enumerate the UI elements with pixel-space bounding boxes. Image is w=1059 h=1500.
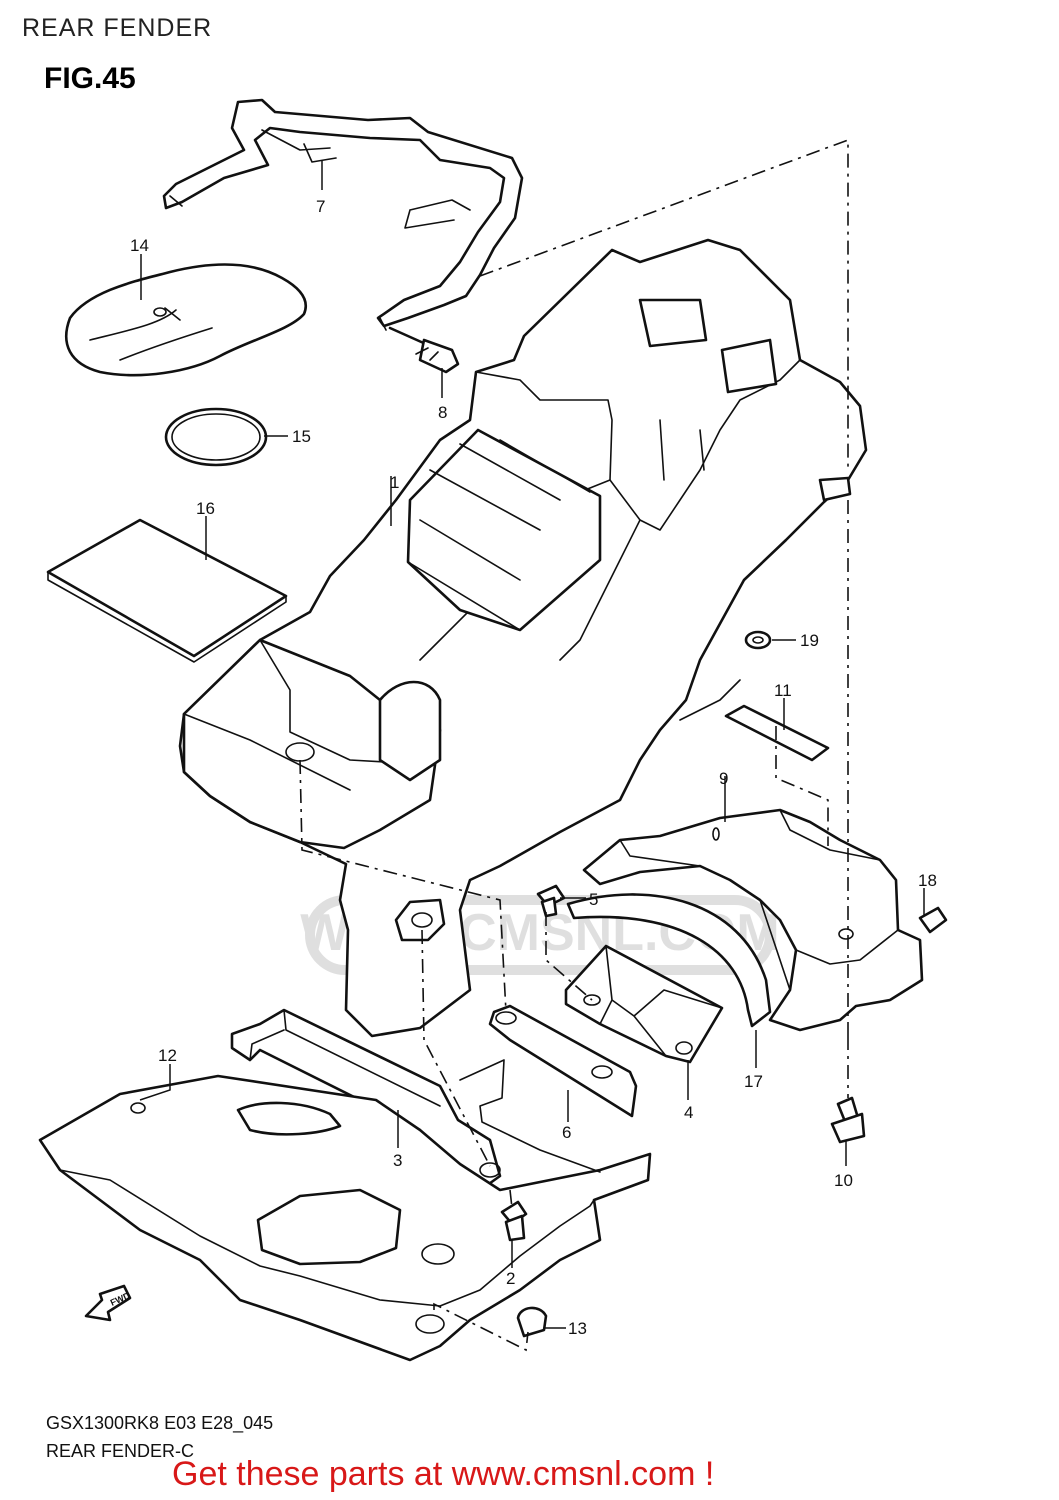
part-14-seat-cover [65,263,307,377]
model-code: GSX1300RK8 E03 E28_045 [46,1413,274,1433]
part-7-grab-rail [162,98,524,331]
part-19-grommet [744,630,772,650]
callout-10: 10 [834,1171,853,1190]
callout-leaders [139,160,925,1329]
callout-numbers: 1 2 3 4 5 6 7 8 9 10 11 12 13 14 15 16 1… [130,197,937,1338]
callout-12: 12 [158,1046,177,1065]
callout-9: 9 [719,769,728,788]
figure-label: FIG.45 [44,62,136,95]
callout-8: 8 [438,403,447,422]
callout-16: 16 [196,499,215,518]
callout-6: 6 [562,1123,571,1142]
part-16-manual-sheet [46,518,288,663]
callout-4: 4 [684,1103,693,1122]
part-10-bolt [830,1096,866,1144]
cta-link[interactable]: Get these parts at www.cmsnl.com ! [172,1455,715,1493]
callout-1: 1 [390,473,399,492]
part-12-undertray [38,1059,652,1362]
part-15-seal-ring [164,407,268,467]
fwd-direction-arrow: FWD [84,1284,132,1322]
callout-5: 5 [589,890,598,909]
callout-3: 3 [393,1151,402,1170]
callout-15: 15 [292,427,311,446]
part-11-cushion-pad [724,704,830,762]
part-18-clip [918,906,948,934]
callout-19: 19 [800,631,819,650]
callout-17: 17 [744,1072,763,1091]
part-17-reflector-strip [566,893,772,1028]
callout-2: 2 [506,1269,515,1288]
part-1-rear-fender [178,238,868,1038]
callout-13: 13 [568,1319,587,1338]
callout-11: 11 [774,681,792,700]
page-title: REAR FENDER [22,14,213,42]
part-4-bracket [564,944,724,1064]
part-2-screw [500,1200,528,1242]
section-name: REAR FENDER-C [46,1441,195,1461]
part-8-bolt [388,326,460,374]
part-5-push-rivet [536,884,566,918]
callout-14: 14 [130,236,149,255]
callout-7: 7 [316,197,325,216]
assembly-guide-lines [299,138,849,1352]
part-13-clip [516,1306,548,1338]
part-9-fender-extension [582,808,924,1032]
callout-18: 18 [918,871,937,890]
